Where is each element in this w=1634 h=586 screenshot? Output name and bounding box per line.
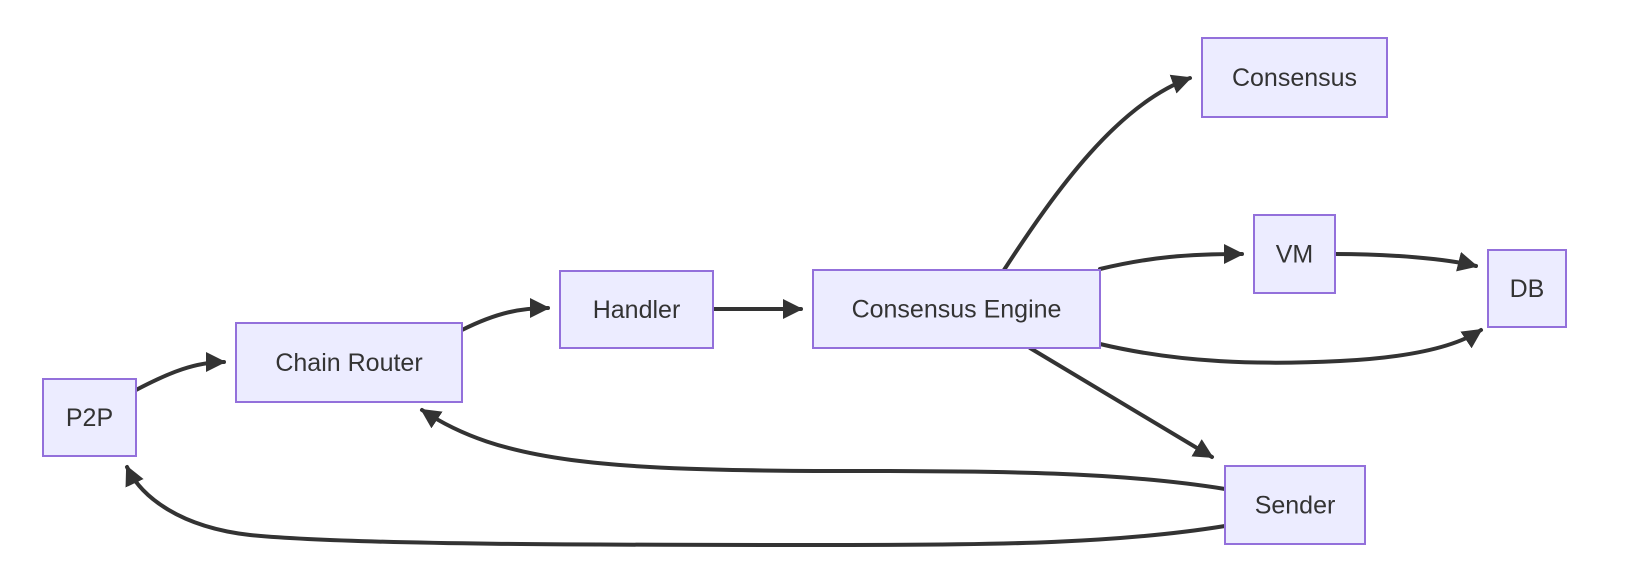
edge-p2p-to-chain-router bbox=[134, 352, 226, 392]
edge-consensus-engine-to-db bbox=[1098, 328, 1483, 365]
node-vm: VM bbox=[1253, 214, 1336, 294]
node-consensus-engine-box bbox=[812, 269, 1101, 349]
node-vm-label: VM bbox=[1276, 241, 1314, 269]
node-consensus-label: Consensus bbox=[1232, 64, 1357, 92]
node-p2p-box bbox=[42, 378, 137, 457]
node-handler: Handler bbox=[559, 270, 714, 349]
edge-consensus-engine-to-sender bbox=[1028, 346, 1214, 459]
edge-consensus-engine-to-consensus bbox=[1002, 74, 1192, 272]
node-consensus: Consensus bbox=[1201, 37, 1388, 118]
node-db-label: DB bbox=[1510, 275, 1545, 303]
node-handler-box bbox=[559, 270, 714, 349]
node-sender-label: Sender bbox=[1255, 492, 1336, 520]
edge-sender-to-p2p bbox=[125, 465, 1227, 548]
node-consensus-box bbox=[1201, 37, 1388, 118]
node-vm-box bbox=[1253, 214, 1336, 294]
node-sender: Sender bbox=[1224, 465, 1366, 545]
edge-chain-router-to-handler bbox=[460, 298, 550, 332]
node-chain-router-label: Chain Router bbox=[275, 349, 422, 377]
edge-sender-to-chain-router bbox=[420, 408, 1227, 491]
node-p2p-label: P2P bbox=[66, 404, 113, 432]
node-consensus-engine: Consensus Engine bbox=[812, 269, 1101, 349]
node-db: DB bbox=[1487, 249, 1567, 328]
node-chain-router: Chain Router bbox=[235, 322, 463, 403]
node-p2p: P2P bbox=[42, 378, 137, 457]
node-layer: P2P Chain Router Handler Consensus Engin… bbox=[42, 37, 1567, 545]
node-db-box bbox=[1487, 249, 1567, 328]
node-handler-label: Handler bbox=[593, 296, 681, 324]
edge-layer bbox=[125, 74, 1483, 548]
node-sender-box bbox=[1224, 465, 1366, 545]
edge-consensus-engine-to-vm bbox=[1098, 244, 1244, 271]
edge-vm-to-db bbox=[1333, 251, 1478, 272]
node-consensus-engine-label: Consensus Engine bbox=[852, 296, 1062, 324]
node-chain-router-box bbox=[235, 322, 463, 403]
